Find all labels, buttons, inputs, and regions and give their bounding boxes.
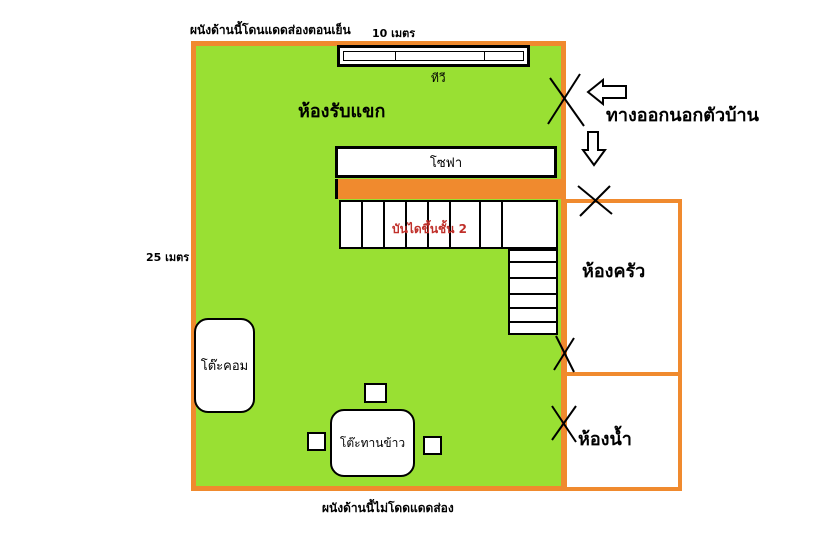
door-x-icon — [547, 73, 585, 127]
dining-chair-right — [423, 436, 442, 455]
width-dimension: 10 เมตร — [372, 27, 416, 40]
sofa-back-wall — [335, 179, 565, 199]
stairs-lower-flight — [508, 249, 558, 335]
tv-cabinet — [337, 45, 530, 67]
bottom-wall-note: ผนังด้านนี้ไม่โดดแดดส่อง — [322, 501, 454, 515]
kitchen-label: ห้องครัว — [582, 261, 646, 282]
arrow-left-icon — [586, 77, 627, 107]
sofa: โซฟา — [335, 146, 557, 178]
kitchen-room — [563, 199, 682, 377]
bathroom-room — [563, 372, 682, 491]
tv-label: ทีวี — [431, 71, 446, 85]
dining-table: โต๊ะทานข้าว — [330, 409, 415, 477]
door-x-icon — [551, 405, 577, 443]
length-dimension: 25 เมตร — [146, 251, 190, 264]
computer-desk: โต๊ะคอม — [194, 318, 255, 413]
door-x-icon — [577, 185, 613, 217]
top-wall-note: ผนังด้านนี้โดนแดดส่องตอนเย็น — [190, 23, 351, 37]
arrow-down-icon — [581, 131, 607, 167]
door-x-icon — [553, 335, 575, 373]
stairs-label: บันไดขึ้นชั้น 2 — [392, 222, 467, 236]
living-room-label: ห้องรับแขก — [298, 101, 386, 122]
dining-chair-top — [364, 383, 387, 403]
exit-label: ทางออกนอกตัวบ้าน — [606, 105, 759, 126]
stairs-upper-flight — [339, 200, 558, 249]
computer-desk-label: โต๊ะคอม — [200, 359, 249, 374]
dining-chair-left — [307, 432, 326, 451]
bathroom-label: ห้องน้ำ — [578, 429, 632, 450]
sofa-label: โซฟา — [429, 155, 463, 171]
dining-table-label: โต๊ะทานข้าว — [339, 435, 406, 450]
